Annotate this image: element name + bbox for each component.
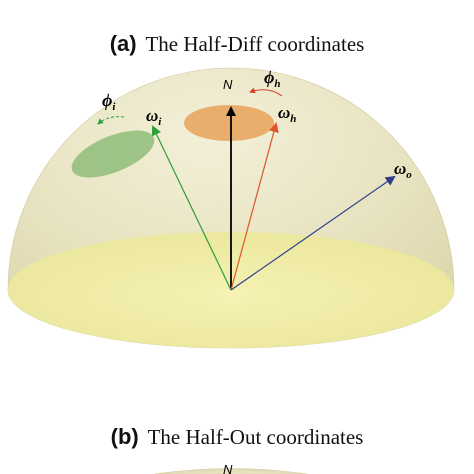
phi-h-arc <box>249 87 283 97</box>
omega-o-label: ωo <box>394 159 412 181</box>
phi-h-symbol: ϕ <box>264 67 274 87</box>
panel-b-caption: (b) The Half-Out coordinates <box>0 424 474 450</box>
normal-label: N <box>223 77 233 92</box>
omega-h-subscript: h <box>290 113 296 125</box>
panel-a-tag: (a) <box>109 31 137 56</box>
omega-i-label: ωi <box>146 106 162 128</box>
omega-o-arrow <box>230 175 396 291</box>
omega-o-symbol: ω <box>394 159 406 178</box>
panel-a-title: The Half-Diff coordinates <box>145 32 365 56</box>
normal-label-b: N <box>223 462 233 474</box>
phi-h-label: ϕh <box>264 67 281 90</box>
omega-o-subscript: o <box>406 169 412 181</box>
omega-i-arrow <box>151 125 232 291</box>
omega-h-symbol: ω <box>278 103 290 122</box>
phi-i-label: ϕi <box>102 90 116 113</box>
phi-i-subscript: i <box>112 101 116 113</box>
omega-h-label: ωh <box>278 103 296 125</box>
omega-i-spot <box>71 130 155 178</box>
phi-i-symbol: ϕ <box>102 90 112 110</box>
omega-h-spot <box>184 105 274 141</box>
panel-a-caption: (a) The Half-Diff coordinates <box>0 31 474 57</box>
omega-i-symbol: ω <box>146 106 158 125</box>
panel-b-title: The Half-Out coordinates <box>147 425 364 449</box>
phi-h-subscript: h <box>274 78 280 90</box>
panel-b-tag: (b) <box>110 424 139 449</box>
phi-i-arc <box>97 116 125 125</box>
omega-h-arrow <box>230 122 279 291</box>
hemisphere-b-dome <box>154 468 308 474</box>
omega-i-subscript: i <box>158 116 162 128</box>
